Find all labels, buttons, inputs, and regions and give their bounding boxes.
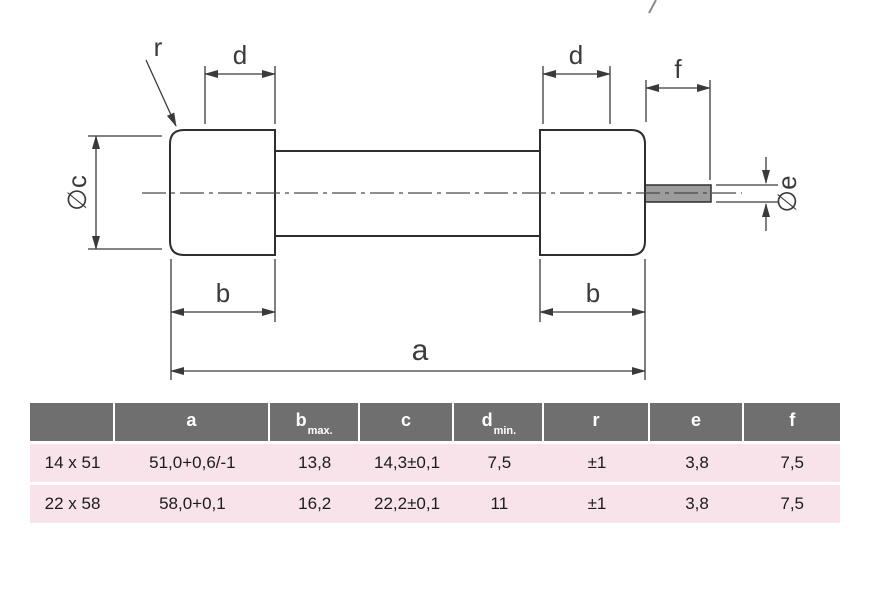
dims-table: a bmax. c dmin. r e f 14 x 51 51,0+0,6/-…	[30, 403, 840, 523]
cell-e: 3,8	[649, 482, 745, 523]
fuse-outline	[142, 129, 742, 256]
cell-a: 58,0+0,1	[115, 482, 270, 523]
cell-e: 3,8	[649, 441, 745, 482]
label-dia-e: ∅e	[772, 175, 802, 212]
table-row: 22 x 58 58,0+0,1 16,2 22,2±0,1 11 ±1 3,8…	[30, 482, 840, 523]
cell-b: 13,8	[269, 441, 360, 482]
dimension-dia-c: ∅c	[62, 135, 162, 250]
leader-line	[145, 59, 177, 127]
label-a: a	[412, 334, 429, 367]
cell-b: 16,2	[269, 482, 360, 523]
header-cell-f: f	[744, 403, 840, 441]
dimension-b-left: b	[170, 259, 276, 380]
corner-mark	[648, 0, 657, 14]
dimension-dia-e: ∅e	[716, 157, 802, 231]
cell-c: 22,2±0,1	[359, 482, 455, 523]
label-d-right: d	[569, 40, 583, 70]
dimension-d-left: d	[204, 40, 276, 124]
label-d-left: d	[233, 40, 247, 70]
label-f: f	[674, 54, 682, 84]
table-row: 14 x 51 51,0+0,6/-1 13,8 14,3±0,1 7,5 ±1…	[30, 441, 840, 482]
cell-d: 11	[454, 482, 545, 523]
header-cell-a: a	[115, 403, 270, 441]
header-cell-e: e	[649, 403, 745, 441]
cell-size: 22 x 58	[30, 482, 116, 523]
cell-r: ±1	[544, 441, 650, 482]
dimension-table: a bmax. c dmin. r e f 14 x 51 51,0+0,6/-…	[30, 403, 840, 523]
cell-f: 7,5	[744, 482, 840, 523]
header-cell-d-min: dmin.	[454, 403, 545, 441]
label-b-left: b	[216, 278, 230, 308]
header-cell-b-max: bmax.	[269, 403, 360, 441]
dimension-b-right: b	[539, 259, 646, 380]
cell-r: ±1	[544, 482, 650, 523]
cell-size: 14 x 51	[30, 441, 116, 482]
label-b-right: b	[586, 278, 600, 308]
cell-d: 7,5	[454, 441, 545, 482]
header-cell-r: r	[544, 403, 650, 441]
dimension-f: f	[645, 54, 711, 180]
dimension-r: r	[145, 32, 177, 127]
header-cell-c: c	[359, 403, 455, 441]
cell-f: 7,5	[744, 441, 840, 482]
fuse-technical-drawing: d d f r ∅c	[62, 0, 802, 380]
label-dia-c: ∅c	[62, 175, 92, 211]
label-r: r	[154, 32, 163, 62]
header-cell-size	[30, 403, 116, 441]
dimension-a: a	[170, 334, 646, 375]
cell-c: 14,3±0,1	[359, 441, 455, 482]
dimension-d-right: d	[542, 40, 611, 124]
cell-a: 51,0+0,6/-1	[115, 441, 270, 482]
table-header-row: a bmax. c dmin. r e f	[30, 403, 840, 441]
